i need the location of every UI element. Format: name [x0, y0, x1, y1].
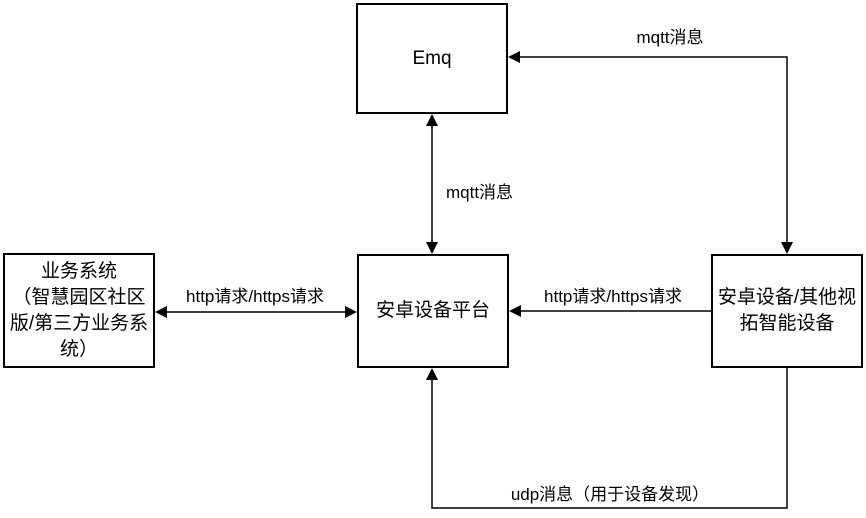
arrowhead-down-icon [426, 242, 438, 254]
connector-mqtt-devices-emq [508, 51, 793, 254]
edge-label-mqtt-middle: mqtt消息 [446, 183, 514, 202]
edge-label-http-right: http请求/https请求 [544, 287, 682, 306]
edge-label-mqtt-top: mqtt消息 [636, 28, 704, 47]
arrowhead-left-icon [155, 306, 167, 318]
node-android-devices: 安卓设备/其他视 拓智能设备 [711, 254, 863, 368]
node-business-system-label-line: 业务系统 [40, 260, 117, 282]
node-business-system-label-line: 版/第三方业务系 [9, 312, 149, 334]
node-android-devices-label-line: 拓智能设备 [739, 313, 835, 334]
arrowhead-right-icon [345, 306, 357, 318]
node-android-devices-label-line: 安卓设备/其他视 [717, 287, 857, 308]
node-business-system: 业务系统 （智慧园区社区 版/第三方业务系 统） [3, 253, 155, 368]
edge-label-http-left: http请求/https请求 [186, 287, 324, 306]
arrowhead-up-icon [426, 368, 438, 380]
node-emq: Emq [356, 3, 508, 114]
connector-mqtt-platform-emq [426, 114, 438, 254]
connector-http-business-platform [155, 306, 357, 318]
node-business-system-label-line: （智慧园区社区 [12, 286, 146, 308]
arrowhead-left-icon [508, 51, 520, 63]
node-business-system-label-line: 统） [59, 338, 98, 360]
arrowhead-up-icon [426, 114, 438, 126]
arrowhead-down-icon [781, 242, 793, 254]
node-emq-label: Emq [412, 47, 452, 69]
node-android-device-platform: 安卓设备平台 [357, 254, 509, 368]
arrowhead-left-icon [509, 305, 521, 317]
edge-label-udp: udp消息（用于设备发现） [510, 485, 710, 504]
node-android-device-platform-label: 安卓设备平台 [375, 300, 490, 321]
